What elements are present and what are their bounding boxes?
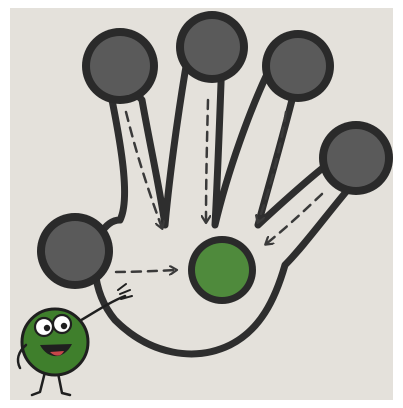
fingertip-node-icon xyxy=(319,121,393,195)
fingertip-node-icon xyxy=(82,28,158,104)
fingertip-node-icon xyxy=(262,30,334,102)
fingertip-node-icon xyxy=(37,213,113,289)
fingertip-node-icon xyxy=(176,11,248,83)
palm-center-node-icon xyxy=(188,236,256,304)
